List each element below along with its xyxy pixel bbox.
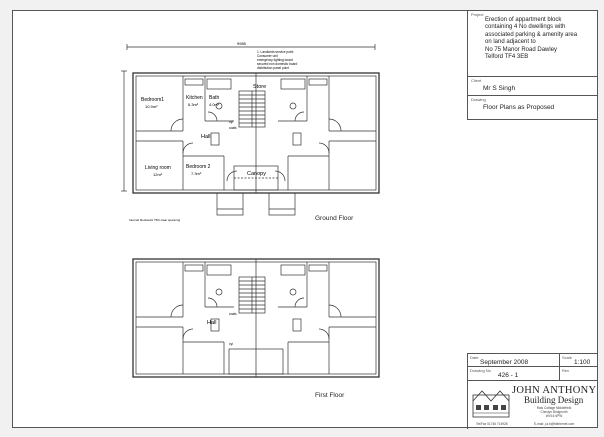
scale-cell: Scale 1:100 <box>560 354 598 366</box>
drawing-no-value: 426 - 1 <box>498 372 519 379</box>
service-note-1: 1. Landlords service point <box>257 50 293 54</box>
room-area-bedroom1: 10.9m² <box>145 104 158 109</box>
service-note-5: distribution panel point <box>257 66 289 70</box>
drawing-box: Drawing Floor Plans as Proposed <box>467 96 597 120</box>
project-line-4: on land adjacent to <box>485 39 536 46</box>
label-cyl: cyl <box>229 120 233 124</box>
room-label-store: Store <box>253 84 266 90</box>
first-floor-title: First Floor <box>315 392 345 399</box>
drawing-no-row: Drawing No 426 - 1 Rev <box>467 367 597 381</box>
ground-floor-title: Ground Floor <box>315 215 354 222</box>
overall-width-dim: 9985 <box>237 41 247 46</box>
room-label-living: Living room <box>145 165 171 171</box>
project-box: Project Erection of appartment block con… <box>467 11 597 77</box>
firm-logo-box: JOHN ANTHONY Building Design Rais Cottag… <box>467 381 597 429</box>
first-floor-plan: Hall coats cyl <box>132 258 380 378</box>
blockwork-footnote: Internal blockwork 75th clear spanning <box>129 218 181 222</box>
firm-address-line-2: Cheslyn Bridgnorth <box>540 410 568 414</box>
drawing-label: Drawing <box>471 97 486 102</box>
title-block: Project Erection of appartment block con… <box>467 11 597 429</box>
room-label-bath: Bath <box>209 95 220 101</box>
rev-cell: Rev <box>560 367 598 380</box>
ff-label-coats: coats <box>229 312 237 316</box>
house-sketch-logo <box>472 390 510 418</box>
ff-label-cyl: cyl <box>229 342 233 346</box>
firm-telephone: Tel/Fax 01746 714928 <box>476 422 508 426</box>
drawing-sheet: 9985 9070 1. Landlords service point Con… <box>12 10 598 429</box>
project-label: Project <box>471 12 484 17</box>
scale-value: 1:100 <box>574 359 591 366</box>
ground-floor-plan: 9985 9070 1. Landlords service point Con… <box>121 41 380 222</box>
date-label: Date <box>470 355 479 360</box>
project-line-5: No 75 Manor Road Dawley <box>485 46 558 53</box>
project-line-2: containing 4 No dwellings with <box>485 24 566 31</box>
scale-label: Scale <box>562 355 573 360</box>
room-area-bath: 4.0m² <box>209 102 220 107</box>
project-line-1: Erection of appartment block <box>485 17 562 23</box>
room-label-canopy: Canopy <box>247 171 266 177</box>
firm-subtitle: Building Design <box>524 395 584 405</box>
ff-room-label-hall: Hall <box>207 320 216 326</box>
firm-address-line-3: WV16 6PW <box>545 414 563 418</box>
service-note-3: emergency lighting board <box>257 58 293 62</box>
room-area-living: 12m² <box>153 172 163 177</box>
date-scale-row: Date September 2008 Scale 1:100 <box>467 353 597 367</box>
client-box: Client Mr S Singh <box>467 77 597 96</box>
room-area-bedroom2: 7.3m² <box>191 171 202 176</box>
drawing-no-label: Drawing No <box>470 368 491 373</box>
client-name: Mr S Singh <box>483 85 516 92</box>
room-label-kitchen: Kitchen <box>186 95 203 101</box>
date-cell: Date September 2008 <box>468 354 560 366</box>
client-label: Client <box>471 78 482 83</box>
room-label-bedroom2: Bedroom 2 <box>186 164 211 170</box>
drawing-no-cell: Drawing No 426 - 1 <box>468 367 560 380</box>
project-line-3: associated parking & amenity area <box>485 31 578 38</box>
service-note-4: secured non domestic board <box>257 62 297 66</box>
firm-name: JOHN ANTHONY <box>512 385 597 396</box>
room-label-bedroom1: Bedroom1 <box>141 97 164 103</box>
rev-label: Rev <box>562 368 570 373</box>
room-area-kitchen: 6.3m² <box>188 102 199 107</box>
project-line-6: Telford TF4 3EB <box>485 54 529 61</box>
firm-address-line-1: Rais Cottage Middlefield <box>536 406 572 410</box>
service-note-2: Consumer unit <box>257 54 278 58</box>
firm-email: E-mail: j.a.b@btinternet.com <box>534 422 575 426</box>
room-label-hall: Hall <box>201 134 210 140</box>
date-value: September 2008 <box>480 359 529 366</box>
label-coats: coats <box>229 126 237 130</box>
firm-address: Rais Cottage Middlefield Cheslyn Bridgno… <box>528 406 580 418</box>
drawing-name: Floor Plans as Proposed <box>483 104 555 111</box>
